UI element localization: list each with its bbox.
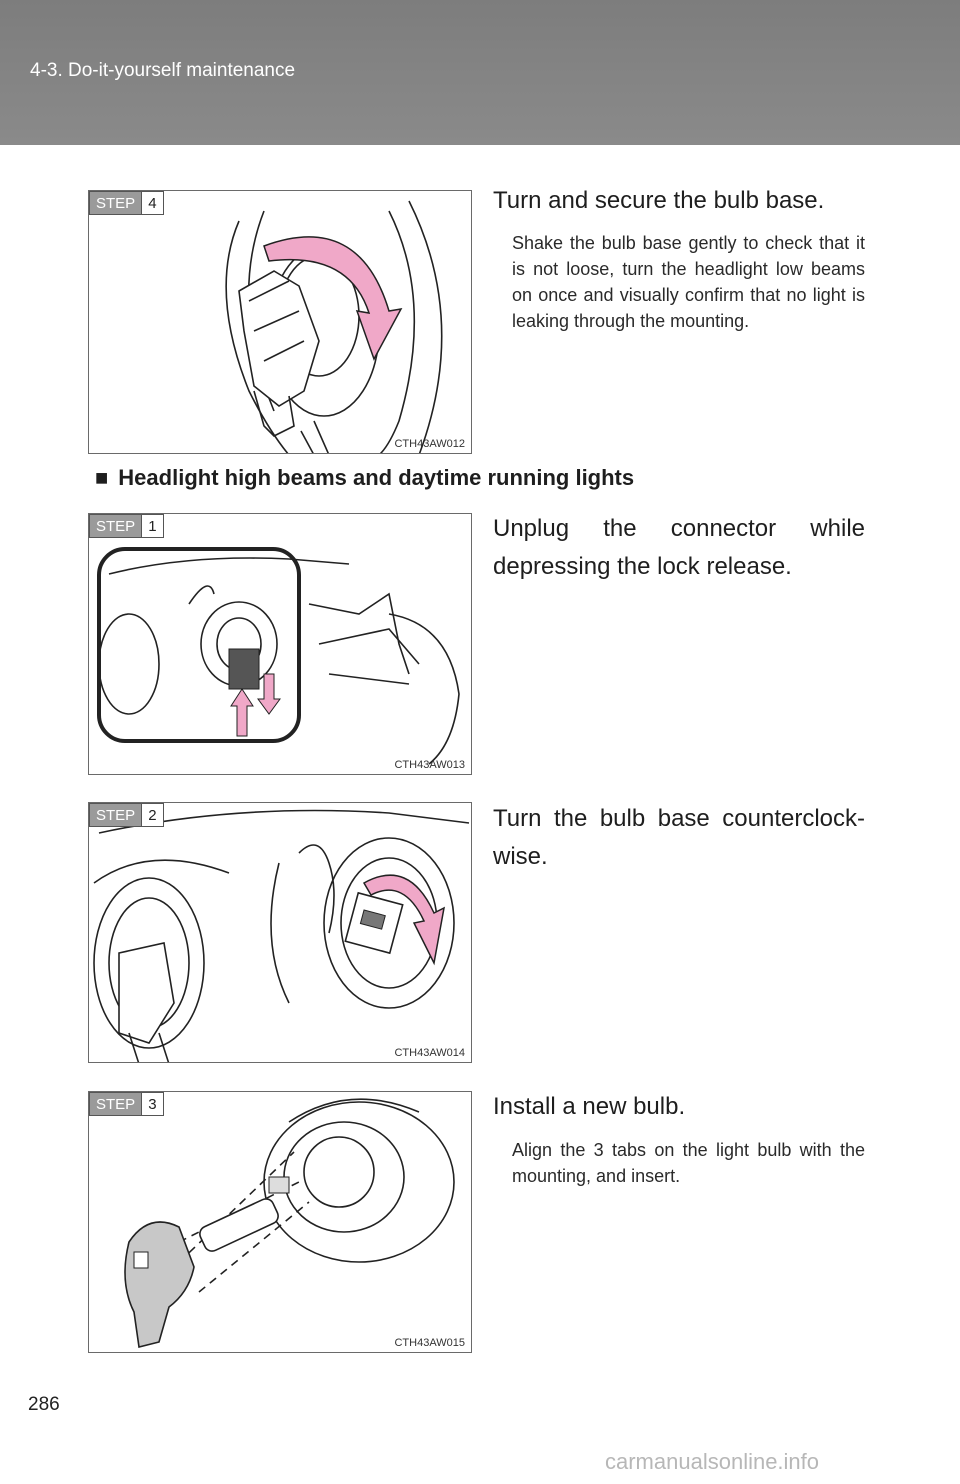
figure-step-4: STEP 4 CTH43AW012 (88, 190, 472, 454)
figure-step-2: STEP 2 CTH43AW014 (88, 802, 472, 1063)
header-title: 4-3. Do-it-yourself maintenance (30, 60, 296, 81)
step-label: STEP (89, 514, 143, 538)
step-4-heading: Turn and secure the bulb base. (493, 187, 825, 214)
section-bullet: ■ (95, 465, 109, 490)
step-4-note: Shake the bulb base gently to check that… (512, 233, 865, 331)
step-badge: STEP 1 (89, 514, 164, 538)
figure-code: CTH43AW014 (394, 1047, 465, 1059)
step-number: 1 (142, 514, 164, 538)
step-badge: STEP 4 (89, 191, 164, 215)
bulb-base-illustration (225, 200, 443, 453)
step-number: 3 (142, 1092, 164, 1116)
step-1-heading: Unplug the connector while depressing th… (493, 515, 865, 580)
step-2-heading: Turn the bulb base counterclock-wise. (493, 805, 865, 870)
figure-code: CTH43AW013 (394, 759, 465, 771)
page-number: 286 (28, 1394, 60, 1415)
step-3-note: Align the 3 tabs on the light bulb with … (512, 1140, 865, 1186)
step-3-heading: Install a new bulb. (493, 1093, 686, 1120)
step-label: STEP (89, 191, 143, 215)
new-bulb-illustration (124, 1098, 455, 1348)
connector-illustration (97, 547, 460, 765)
step-badge: STEP 2 (89, 803, 164, 827)
counterclockwise-illustration (93, 809, 470, 1062)
figure-code: CTH43AW012 (394, 438, 465, 450)
figure-step-1: STEP 1 CTH43AW013 (88, 513, 472, 775)
step-badge: STEP 3 (89, 1092, 164, 1116)
section-title-text: Headlight high beams and daytime running… (118, 465, 635, 490)
step-label: STEP (89, 803, 143, 827)
figure-step-3: STEP 3 CTH43AW015 (88, 1091, 472, 1353)
page-header: 4-3. Do-it-yourself maintenance (0, 0, 960, 145)
section-title: ■ Headlight high beams and daytime runnin… (95, 465, 634, 491)
watermark: carmanualsonline.info (605, 1449, 820, 1474)
figure-code: CTH43AW015 (394, 1337, 465, 1349)
step-number: 4 (142, 191, 164, 215)
step-number: 2 (142, 803, 164, 827)
step-label: STEP (89, 1092, 143, 1116)
